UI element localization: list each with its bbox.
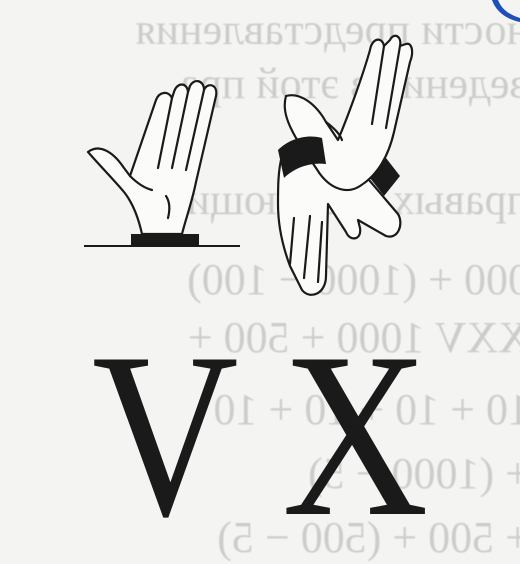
bleed-line: ности представления [0, 8, 520, 52]
corner-accent-icon [480, 0, 520, 22]
crossed-hands-icon [266, 28, 414, 306]
bleed-line: + (1000 − 5) [0, 452, 520, 496]
bleed-line: ведение в этой пра [0, 62, 520, 106]
open-hand-icon [84, 70, 244, 250]
roman-numeral-ten: X [282, 318, 429, 554]
bleed-line: правых следующи [0, 178, 520, 222]
bleed-line: XXV 1000 + 500 + [0, 316, 520, 360]
bleed-line: + 500 + (500 − 5) [0, 516, 520, 560]
roman-numeral-five: V [92, 318, 239, 554]
bleed-line: 000 + (1000 − 100) [0, 258, 520, 302]
bleed-line: 10 + 10 + 10 + 10 [0, 388, 520, 432]
